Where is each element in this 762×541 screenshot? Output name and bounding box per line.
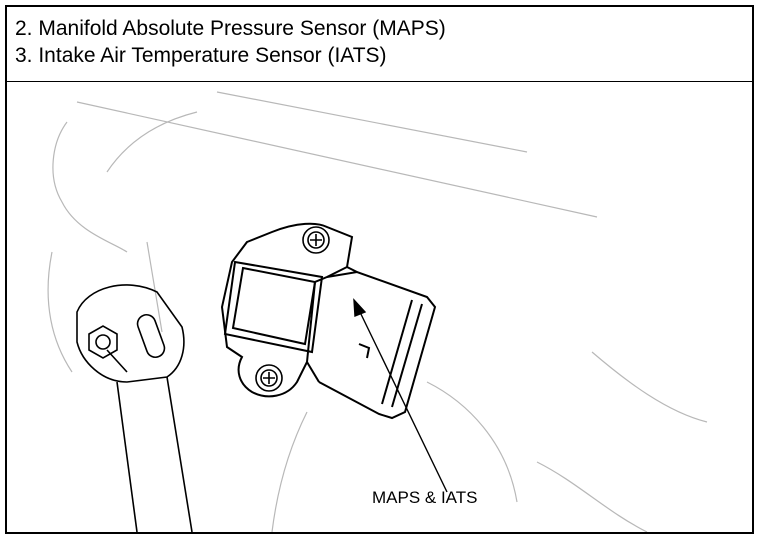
figure-header: 2. Manifold Absolute Pressure Sensor (MA… (7, 7, 752, 82)
callout-label: MAPS & IATS (372, 488, 478, 507)
item-iats-title: 3. Intake Air Temperature Sensor (IATS) (15, 44, 387, 67)
callout-arrow (353, 298, 448, 493)
item-maps-title: 2. Manifold Absolute Pressure Sensor (MA… (15, 17, 446, 40)
mounting-bracket (76, 284, 193, 532)
figure-frame: 2. Manifold Absolute Pressure Sensor (MA… (5, 5, 754, 534)
background-engine-outline (47, 91, 708, 532)
screw-icon (302, 226, 330, 254)
maps-iats-sensor (220, 222, 437, 420)
screw-icon (255, 364, 283, 392)
sensor-illustration (47, 91, 708, 532)
bolt-icon (88, 325, 128, 373)
